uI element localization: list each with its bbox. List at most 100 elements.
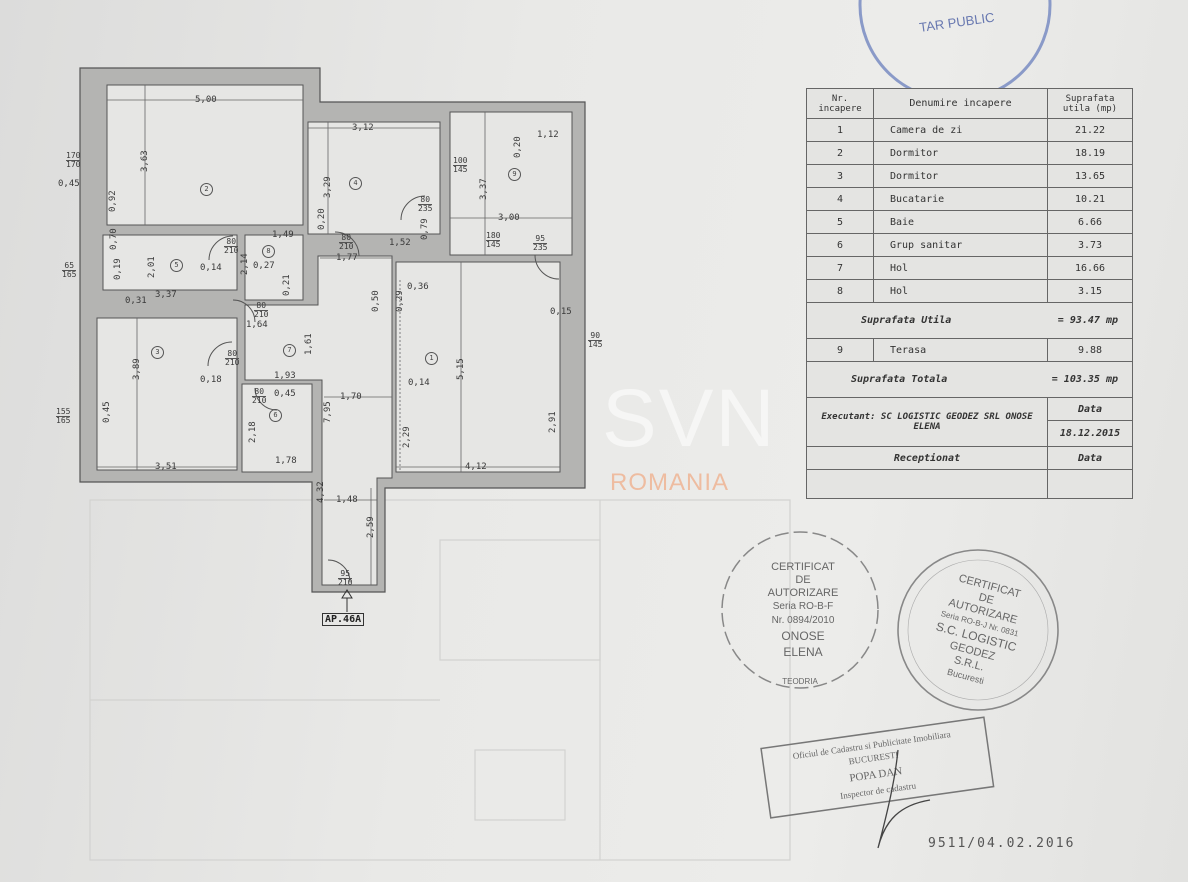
cell-name: Grup sanitar	[873, 233, 1048, 257]
dimension: 0,14	[408, 378, 430, 388]
dimension: 1,78	[275, 456, 297, 466]
dimension: 0,50	[371, 290, 381, 312]
dimension: 1,12	[537, 130, 559, 140]
room-number-1: 1	[425, 352, 438, 365]
registration-number: 9511/04.02.2016	[928, 836, 1076, 851]
date-value: 18.12.2015	[1047, 420, 1133, 447]
dimension: 0,20	[317, 208, 327, 230]
room-number-9: 9	[508, 168, 521, 181]
dimension: 5,00	[195, 95, 217, 105]
dimension: 2,14	[240, 253, 250, 275]
dimension: 0,79	[420, 218, 430, 240]
entrance-arrow-icon	[341, 589, 353, 612]
total-area-value: = 103.35 mp	[1051, 374, 1118, 385]
total-area-row: Suprafata Totala = 103.35 mp	[806, 361, 1133, 398]
dimension: 0,45	[274, 389, 296, 399]
cell-nr: 6	[806, 233, 874, 257]
room-6	[241, 383, 313, 473]
cell-nr: 1	[806, 118, 874, 142]
dimension: 1,93	[274, 371, 296, 381]
dimension: 5,15	[456, 358, 466, 380]
ocpi-inspector-stamp: Oficiul de Cadastru si Publicitate Imobi…	[760, 716, 995, 819]
room-1	[395, 261, 561, 473]
dimension: 0,70	[109, 228, 119, 250]
notary-stamp-top: TAR PUBLIC	[858, 0, 1052, 102]
dimension: 2,01	[147, 256, 157, 278]
svg-text:CERTIFICATDEAUTORIZARESeria RO: CERTIFICATDEAUTORIZARESeria RO-B-J Nr. 0…	[924, 570, 1031, 692]
cell-name: Terasa	[873, 338, 1048, 362]
cell-name: Baie	[873, 210, 1048, 234]
header-area: Suprafata utila (mp)	[1047, 88, 1133, 119]
dimension-lines	[97, 85, 572, 585]
dimension: 3,37	[479, 178, 489, 200]
dimension: 0,45	[102, 401, 112, 423]
useful-area-row: Suprafata Utila = 93.47 mp	[806, 302, 1133, 339]
dimension: 4,32	[316, 481, 326, 503]
room-4	[307, 121, 441, 235]
authorization-stamp-right: CERTIFICATDEAUTORIZARESeria RO-B-J Nr. 0…	[897, 549, 1059, 711]
room-number-3: 3	[151, 346, 164, 359]
room-number-7: 7	[283, 344, 296, 357]
dimension: 0,20	[513, 136, 523, 158]
room-number-6: 6	[269, 409, 282, 422]
cell-area: 9.88	[1047, 338, 1133, 362]
cell-area: 18.19	[1047, 141, 1133, 165]
room-8	[244, 234, 304, 301]
executant: Executant: SC LOGISTIC GEODEZ SRL ONOSE …	[806, 397, 1048, 447]
received-date-label: Data	[1047, 446, 1133, 470]
dimension: 0,92	[108, 190, 118, 212]
cell-area: 3.15	[1047, 279, 1133, 303]
dimension: 0,21	[282, 274, 292, 296]
dimension: 0,36	[407, 282, 429, 292]
cell-area: 21.22	[1047, 118, 1133, 142]
cell-name: Camera de zi	[873, 118, 1048, 142]
dimension: 3,37	[155, 290, 177, 300]
cell-area: 13.65	[1047, 164, 1133, 188]
dimension: 1,52	[389, 238, 411, 248]
table-header: Nr. incapere Denumire incapere Suprafata…	[806, 88, 1133, 119]
cell-name: Hol	[873, 279, 1048, 303]
svg-text:CERTIFICATDEAUTORIZARESeria RO: CERTIFICATDEAUTORIZARESeria RO-B-FNr. 08…	[768, 561, 839, 686]
room-2	[106, 84, 304, 226]
dimension: 0,19	[113, 258, 123, 280]
room-number-8: 8	[262, 245, 275, 258]
room-number-2: 2	[200, 183, 213, 196]
cell-name: Bucatarie	[873, 187, 1048, 211]
total-area-label: Suprafata Totala	[851, 374, 948, 385]
dimension: 0,31	[125, 296, 147, 306]
cell-name: Dormitor	[873, 164, 1048, 188]
dimension: 0,29	[395, 290, 405, 312]
received-signature-cell	[806, 469, 1048, 499]
date-label: Data	[1047, 397, 1133, 421]
room-3	[96, 317, 238, 471]
cell-area: 10.21	[1047, 187, 1133, 211]
room-area-table: Nr. incapere Denumire incapere Suprafata…	[806, 88, 1133, 499]
dimension: 2,91	[548, 411, 558, 433]
dimension: 2,18	[248, 421, 258, 443]
cell-nr: 8	[806, 279, 874, 303]
cell-nr: 4	[806, 187, 874, 211]
dimension: 1,61	[304, 333, 314, 355]
executant-row: Executant: SC LOGISTIC GEODEZ SRL ONOSE …	[806, 397, 1133, 447]
dimension: 1,49	[272, 230, 294, 240]
cell-area: 3.73	[1047, 233, 1133, 257]
useful-area-label: Suprafata Utila	[861, 315, 952, 326]
header-nr: Nr. incapere	[806, 88, 874, 119]
cell-nr: 5	[806, 210, 874, 234]
useful-area-value: = 93.47 mp	[1057, 315, 1118, 326]
watermark-sub: ROMANIA	[610, 469, 730, 496]
room-number-4: 4	[349, 177, 362, 190]
